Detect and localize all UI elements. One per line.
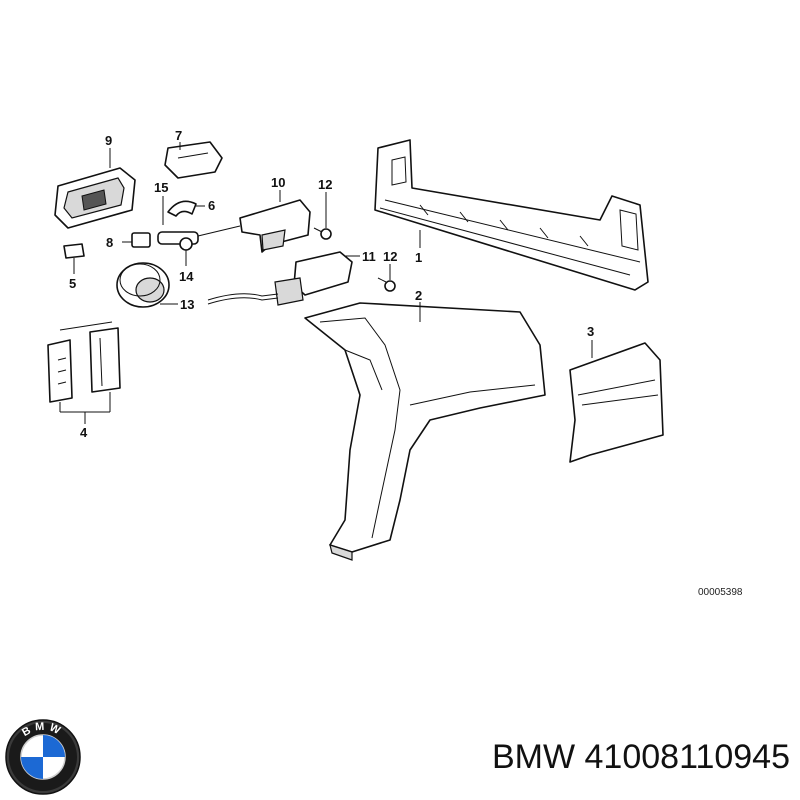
part-3-panel-section [569, 342, 664, 463]
part-number-title: BMW 41008110945 [491, 738, 790, 776]
part-13-rubber-boot [116, 262, 170, 308]
part-2-quarter-panel [304, 302, 546, 561]
callout-9: 9 [105, 133, 112, 148]
part-9-fuel-flap [54, 167, 136, 229]
callout-5: 5 [69, 276, 76, 291]
callout-6: 6 [208, 198, 215, 213]
callout-7: 7 [175, 128, 182, 143]
part-5-clip [63, 243, 85, 259]
callout-13: 13 [180, 297, 194, 312]
callout-11: 11 [362, 249, 376, 264]
bmw-roundel-icon: BMW [5, 719, 81, 795]
part-14-bushing [157, 225, 241, 251]
part-6-clip [167, 200, 197, 217]
callout-12-lower: 12 [383, 249, 397, 264]
callout-15: 15 [154, 180, 168, 195]
callout-2: 2 [415, 288, 422, 303]
part-1-side-sill [374, 139, 649, 291]
part-12-screw-upper [313, 227, 332, 240]
callout-10: 10 [271, 175, 285, 190]
callout-12-upper: 12 [318, 177, 332, 192]
part-8-grommet [131, 232, 151, 248]
part-10-actuator [239, 199, 311, 253]
callout-14: 14 [179, 269, 194, 284]
part-7-bracket [164, 141, 223, 179]
part-11-lock-module [207, 251, 353, 306]
drawing-code: 00005398 [698, 587, 743, 598]
part-4-latch-assembly [47, 321, 121, 403]
callout-1: 1 [415, 250, 422, 265]
part-12-screw-lower [377, 277, 396, 292]
callout-8: 8 [106, 235, 113, 250]
callout-3: 3 [587, 324, 594, 339]
callout-4: 4 [80, 425, 88, 440]
